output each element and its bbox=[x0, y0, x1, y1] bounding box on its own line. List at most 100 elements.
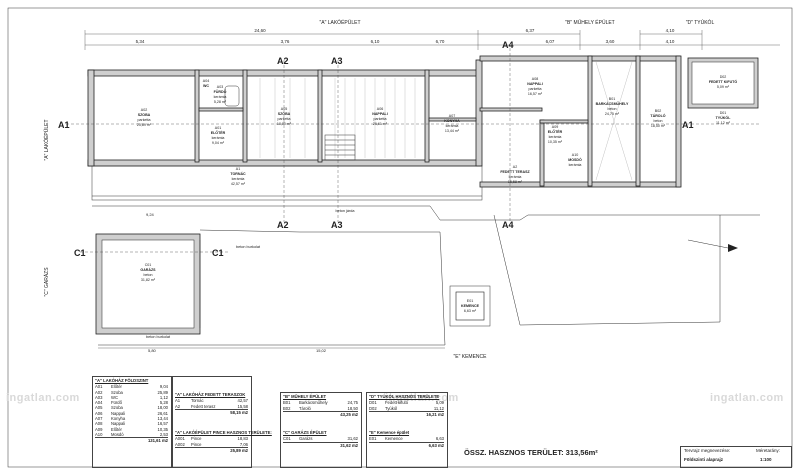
svg-text:kerámia: kerámia bbox=[569, 163, 582, 167]
building-d bbox=[687, 57, 759, 109]
svg-text:11,12 m²: 11,12 m² bbox=[716, 121, 731, 125]
svg-text:ELŐTÉR: ELŐTÉR bbox=[211, 130, 226, 135]
building-a-title: "A" LAKÓÉPÜLET bbox=[319, 19, 360, 26]
svg-text:beton: beton bbox=[654, 119, 663, 123]
svg-text:C01: C01 bbox=[145, 263, 152, 267]
svg-text:25,89 m²: 25,89 m² bbox=[137, 123, 152, 127]
svg-text:15,58 m²: 15,58 m² bbox=[508, 180, 523, 184]
section-a1-right: A1 bbox=[682, 120, 694, 130]
dim-seg-2: 3,76 bbox=[281, 39, 290, 44]
svg-text:FÜRDŐ: FÜRDŐ bbox=[214, 89, 227, 94]
svg-text:A02: A02 bbox=[141, 108, 147, 112]
title-block-name-value: Földszinti alaprajz bbox=[684, 457, 724, 462]
title-block-name-label: Tervrajz megnevezése: bbox=[684, 448, 731, 453]
dim-seg-6: 3,60 bbox=[606, 39, 615, 44]
dim-seg-5: 6,07 bbox=[546, 39, 555, 44]
title-block-scale-value: 1:100 bbox=[760, 457, 772, 462]
section-a4-top: A4 bbox=[502, 40, 514, 50]
building-b-walls bbox=[479, 55, 682, 188]
svg-text:10,35 m²: 10,35 m² bbox=[548, 140, 563, 144]
svg-text:A05: A05 bbox=[281, 107, 287, 111]
table-a-cellar: "A" LAKÓÉPÜLET PINCE HASZNOS TERÜLETE: A… bbox=[175, 430, 272, 453]
section-a3-top: A3 bbox=[331, 56, 343, 66]
svg-text:kerámia: kerámia bbox=[232, 177, 245, 181]
svg-text:D01: D01 bbox=[720, 111, 727, 115]
svg-text:parketta: parketta bbox=[278, 117, 291, 121]
section-a4-bottom: A4 bbox=[502, 220, 514, 230]
building-c bbox=[95, 233, 201, 335]
svg-text:A09: A09 bbox=[552, 125, 558, 129]
dim-total-a: 24,60 bbox=[254, 28, 266, 33]
svg-text:TORNÁC: TORNÁC bbox=[230, 171, 246, 176]
svg-text:WC: WC bbox=[203, 84, 209, 88]
svg-text:5,28 m²: 5,28 m² bbox=[214, 100, 227, 104]
svg-text:B02: B02 bbox=[655, 109, 661, 113]
section-markers bbox=[66, 48, 760, 253]
table-total: 58,15 m2 bbox=[175, 408, 248, 415]
table-total: 131,61 m2 bbox=[95, 437, 168, 443]
table-title: "B" MŰHELY ÉPÜLET bbox=[283, 394, 327, 399]
yard-outlines bbox=[92, 205, 760, 346]
top-dimension-lines bbox=[84, 30, 780, 50]
svg-text:kerámia: kerámia bbox=[214, 95, 227, 99]
svg-text:24,75 m²: 24,75 m² bbox=[605, 112, 620, 116]
dim-seg-1: 5,34 bbox=[136, 39, 145, 44]
watermark-mid: ingatlan.com bbox=[385, 392, 459, 404]
section-a3-bottom: A3 bbox=[331, 220, 343, 230]
title-block bbox=[680, 446, 792, 468]
dim-total-d: 4,10 bbox=[666, 28, 675, 33]
label-beton-burkolat-1: beton burkolat bbox=[236, 245, 261, 249]
svg-text:A10: A10 bbox=[572, 153, 578, 157]
north-arrow-icon bbox=[687, 239, 738, 252]
svg-text:A01: A01 bbox=[215, 126, 221, 130]
svg-text:GARÁZS: GARÁZS bbox=[140, 267, 156, 272]
svg-text:parketta: parketta bbox=[138, 118, 151, 122]
svg-text:kerámia: kerámia bbox=[549, 135, 562, 139]
table-a-ground-box bbox=[92, 376, 172, 468]
dim-seg-7: 4,10 bbox=[666, 39, 675, 44]
svg-text:5,09 m²: 5,09 m² bbox=[717, 85, 730, 89]
label-beton-burkolat-2: beton burkolat bbox=[146, 335, 171, 339]
table-total: 6,63 m2 bbox=[369, 441, 444, 448]
dim-bottom: 15,02 bbox=[316, 348, 327, 353]
svg-text:MOSDÓ: MOSDÓ bbox=[568, 157, 582, 162]
table-title: "D" TYÚKÓL HASZNOS TERÜLETE bbox=[369, 394, 440, 399]
label-beton-jarda: beton járda bbox=[336, 209, 356, 213]
table-total: 31,62 m2 bbox=[283, 441, 358, 448]
svg-text:FEDETT TERASZ: FEDETT TERASZ bbox=[500, 170, 530, 174]
svg-text:beton: beton bbox=[608, 107, 617, 111]
svg-text:A03: A03 bbox=[217, 85, 223, 89]
dim-9-24: 9,24 bbox=[146, 212, 155, 217]
svg-text:13,44 m²: 13,44 m² bbox=[445, 129, 460, 133]
svg-text:kerámia: kerámia bbox=[212, 136, 225, 140]
building-b-title: "B" MŰHELY ÉPÜLET bbox=[565, 19, 615, 26]
table-title: "C" GARÁZS ÉPÜLET bbox=[283, 430, 327, 435]
table-d-e-box bbox=[366, 392, 448, 468]
table-total: 25,89 m2 bbox=[175, 446, 248, 453]
bathtub-icon bbox=[224, 85, 240, 107]
table-title: "E" Kemence épület bbox=[369, 430, 410, 435]
svg-text:kerámia: kerámia bbox=[446, 124, 459, 128]
kemence-title: "E" KEMENCE bbox=[453, 354, 487, 360]
table-title: "A" LAKÓHÁZ FEDETT TERASZOK bbox=[175, 392, 246, 397]
